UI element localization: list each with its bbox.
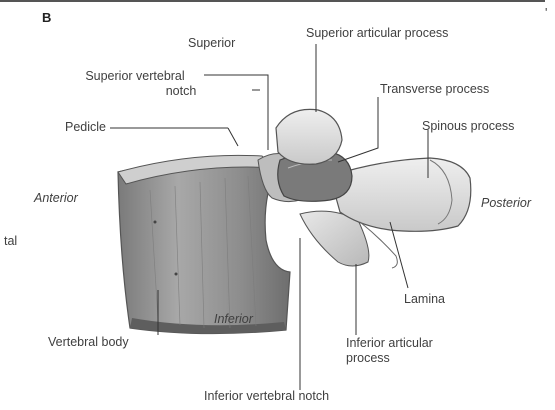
label-superior-vertebral-notch-line1: Superior vertebral: [85, 69, 184, 83]
label-superior-articular-process: Superior articular process: [306, 26, 448, 41]
label-anterior: Anterior: [34, 191, 78, 206]
label-inferior-articular-process-line2: process: [346, 351, 390, 365]
label-spinous-process: Spinous process: [422, 119, 514, 134]
label-pedicle: Pedicle: [65, 120, 106, 135]
label-vertebral-body: Vertebral body: [48, 335, 129, 350]
label-superior: Superior: [188, 36, 235, 51]
superior-articular-process-shape: [276, 109, 342, 164]
label-superior-vertebral-notch: Superior vertebral notch: [60, 69, 210, 99]
label-lamina: Lamina: [404, 292, 445, 307]
label-inferior: Inferior: [214, 312, 253, 327]
label-inferior-vertebral-notch: Inferior vertebral notch: [204, 389, 329, 404]
label-posterior: Posterior: [481, 196, 531, 211]
label-superior-vertebral-notch-line2: notch: [74, 84, 197, 98]
label-transverse-process: Transverse process: [380, 82, 489, 97]
label-inferior-articular-process: Inferior articular process: [346, 336, 433, 366]
label-inferior-articular-process-line1: Inferior articular: [346, 336, 433, 350]
